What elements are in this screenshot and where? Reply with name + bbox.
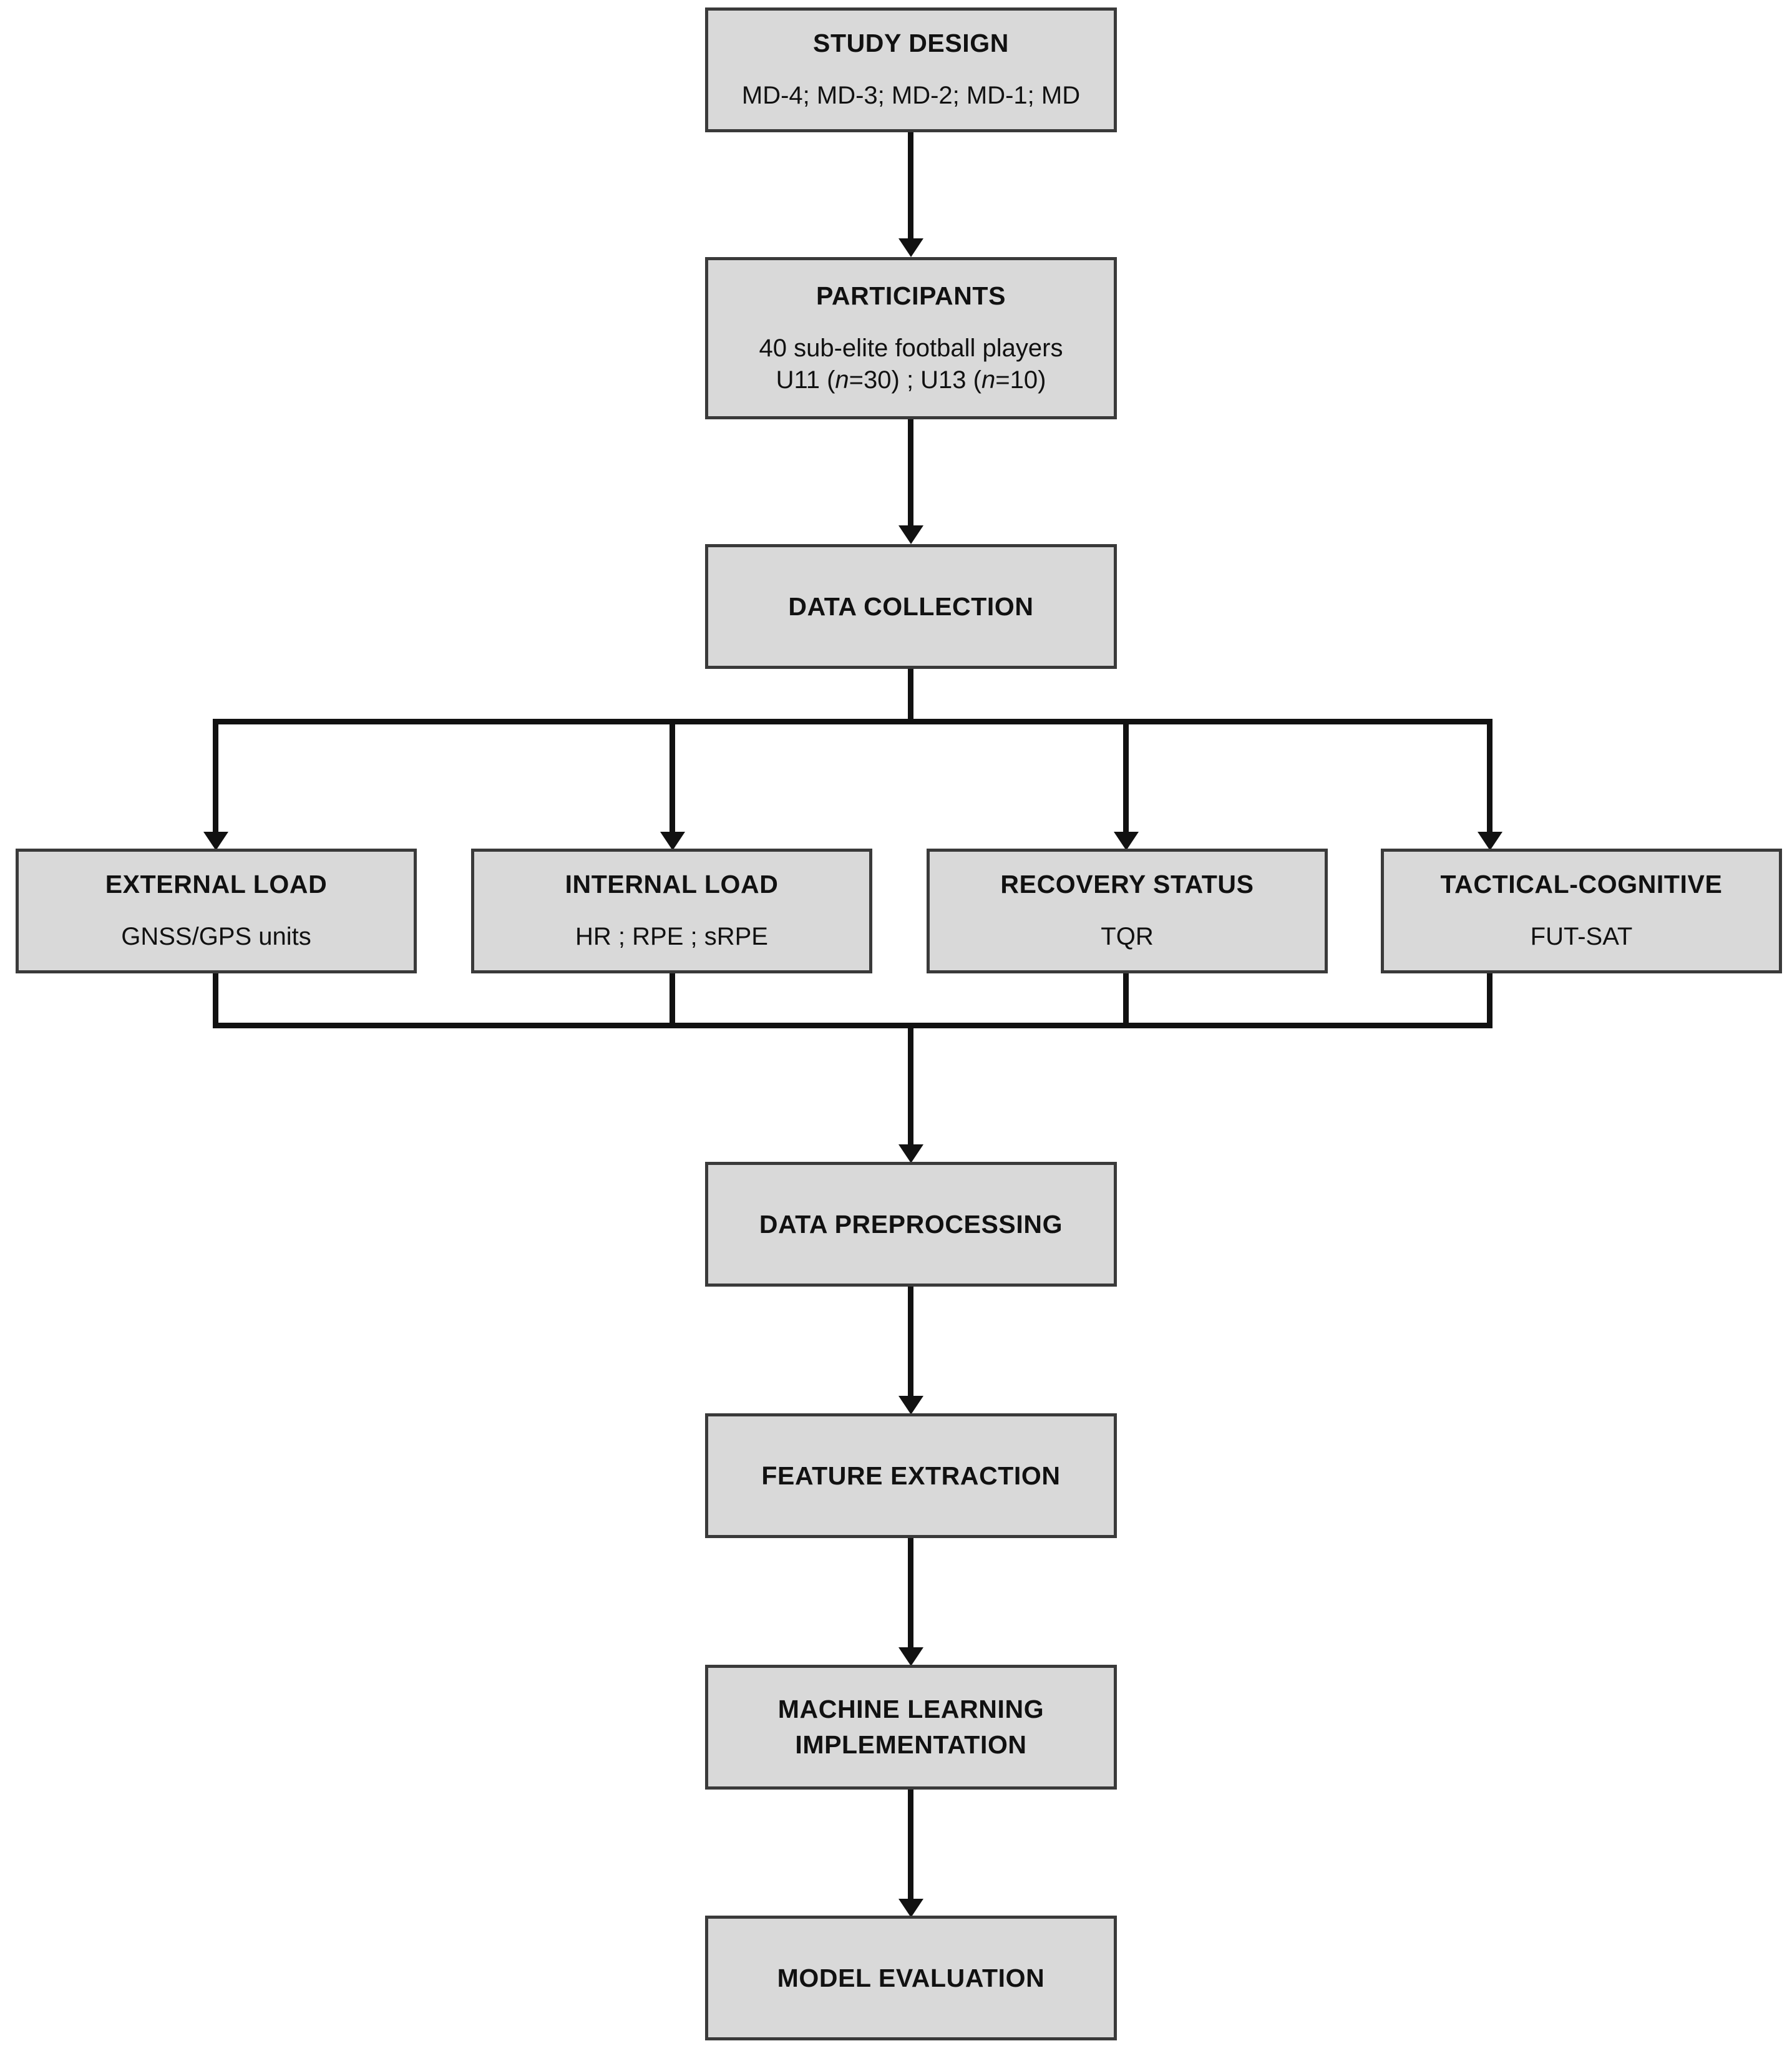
connector-split-to-external-load [213, 719, 218, 835]
node-participants-title: PARTICIPANTS [816, 281, 1006, 310]
connector-participants-to-data-collection [908, 419, 913, 529]
node-participants-subtitle-line1: 40 sub-elite football players [759, 334, 1063, 362]
connector-study-design-to-participants [908, 132, 913, 241]
connector-feature-extraction-to-machine-learning [908, 1538, 913, 1650]
node-recovery-status-title: RECOVERY STATUS [1000, 870, 1254, 899]
node-internal-load[interactable]: INTERNAL LOAD HR ; RPE ; sRPE [471, 849, 872, 973]
participants-u13-suffix: =10) [995, 366, 1046, 394]
node-feature-extraction-title: FEATURE EXTRACTION [761, 1461, 1061, 1490]
node-tactical-cognitive-subtitle: FUT-SAT [1530, 923, 1633, 951]
node-data-preprocessing[interactable]: DATA PREPROCESSING [705, 1162, 1117, 1287]
arrowhead-data-preprocessing [898, 1144, 923, 1163]
node-participants-subtitle: 40 sub-elite football players U11 (n=30)… [759, 333, 1063, 396]
connector-split-to-tactical-cognitive [1487, 719, 1493, 835]
connector-machine-learning-to-model-evaluation [908, 1790, 913, 1902]
node-model-evaluation[interactable]: MODEL EVALUATION [705, 1916, 1117, 2040]
connector-external-load-riser [213, 973, 218, 1028]
node-recovery-status-subtitle: TQR [1101, 923, 1154, 951]
connector-internal-load-riser [670, 973, 675, 1028]
arrowhead-external-load [203, 832, 228, 850]
connector-split-bus [213, 719, 1493, 724]
connector-split-to-recovery-status [1123, 719, 1129, 835]
node-data-collection-title: DATA COLLECTION [788, 592, 1034, 621]
arrowhead-data-collection [898, 525, 923, 544]
node-external-load[interactable]: EXTERNAL LOAD GNSS/GPS units [16, 849, 417, 973]
node-recovery-status[interactable]: RECOVERY STATUS TQR [927, 849, 1328, 973]
node-internal-load-subtitle: HR ; RPE ; sRPE [575, 923, 768, 951]
arrowhead-tactical-cognitive [1478, 832, 1502, 850]
connector-data-collection-stem [908, 669, 913, 724]
node-tactical-cognitive[interactable]: TACTICAL-COGNITIVE FUT-SAT [1381, 849, 1782, 973]
node-participants-subtitle-line2: U11 (n=30) ; U13 (n=10) [759, 364, 1063, 396]
participants-u11-mid: =30) ; U13 ( [849, 366, 981, 394]
node-external-load-subtitle: GNSS/GPS units [121, 923, 311, 951]
arrowhead-participants [898, 238, 923, 257]
connector-merge-to-data-preprocessing [908, 1023, 913, 1147]
connector-tactical-cognitive-riser [1487, 973, 1493, 1028]
node-study-design-title: STUDY DESIGN [813, 29, 1009, 58]
node-participants[interactable]: PARTICIPANTS 40 sub-elite football playe… [705, 257, 1117, 419]
node-tactical-cognitive-title: TACTICAL-COGNITIVE [1440, 870, 1723, 899]
arrowhead-feature-extraction [898, 1396, 923, 1415]
node-model-evaluation-title: MODEL EVALUATION [777, 1963, 1045, 1992]
node-external-load-title: EXTERNAL LOAD [105, 870, 328, 899]
node-machine-learning-implementation[interactable]: MACHINE LEARNING IMPLEMENTATION [705, 1665, 1117, 1790]
node-internal-load-title: INTERNAL LOAD [565, 870, 779, 899]
node-data-preprocessing-title: DATA PREPROCESSING [759, 1209, 1063, 1239]
node-feature-extraction[interactable]: FEATURE EXTRACTION [705, 1413, 1117, 1538]
participants-n-italic-1: n [835, 366, 849, 394]
node-machine-learning-title-line1: MACHINE LEARNING [777, 1695, 1045, 1724]
node-study-design[interactable]: STUDY DESIGN MD-4; MD-3; MD-2; MD-1; MD [705, 7, 1117, 132]
node-study-design-subtitle: MD-4; MD-3; MD-2; MD-1; MD [741, 82, 1081, 110]
connector-data-preprocessing-to-feature-extraction [908, 1287, 913, 1399]
connector-recovery-status-riser [1123, 973, 1129, 1028]
arrowhead-internal-load [660, 832, 685, 850]
arrowhead-machine-learning [898, 1647, 923, 1666]
arrowhead-recovery-status [1114, 832, 1139, 850]
arrowhead-model-evaluation [898, 1899, 923, 1917]
connector-split-to-internal-load [670, 719, 675, 835]
participants-n-italic-2: n [981, 366, 996, 394]
node-machine-learning-title-line2: IMPLEMENTATION [795, 1730, 1027, 1759]
node-data-collection[interactable]: DATA COLLECTION [705, 544, 1117, 669]
connector-merge-bus [213, 1023, 1493, 1028]
participants-u11-prefix: U11 ( [776, 366, 835, 394]
